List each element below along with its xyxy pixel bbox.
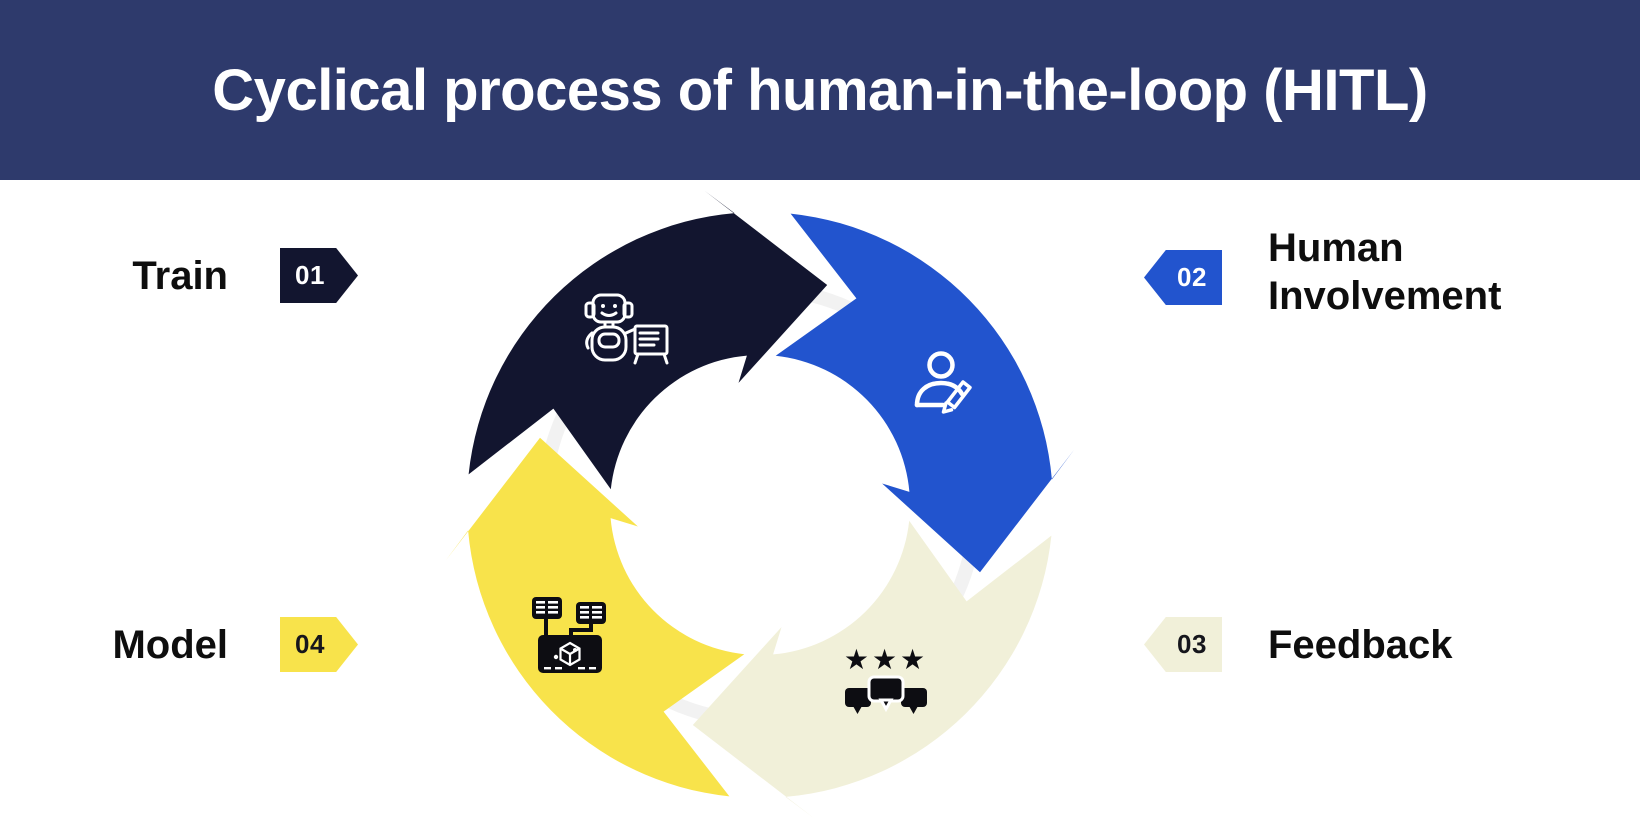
step-number: 03 [1177,629,1207,659]
step-label-feedback: Feedback [1268,623,1453,667]
step-badge-02: 02 [1144,250,1222,305]
step-number: 02 [1177,262,1207,292]
step-label-human-involvement: Human Involvement [1268,226,1502,318]
arc-human-involvement [775,213,1075,573]
arc-feedback [692,520,1052,820]
model-training-icon [532,597,606,673]
step-badge-04: 04 [280,617,358,672]
human-annotator-icon [914,351,972,414]
rating-comments-icon: ★★★ [844,643,928,714]
hitl-cycle-diagram: ★★★ [0,180,1640,840]
page-title: Cyclical process of human-in-the-loop (H… [212,57,1428,123]
step-badge-03: 03 [1144,617,1222,672]
step-badge-01: 01 [280,248,358,303]
step-number: 01 [295,260,325,290]
robot-presenting-icon [584,293,669,365]
stars-glyphs: ★★★ [844,643,928,676]
cycle-arrows-graphic: ★★★ [445,190,1075,820]
header-banner: Cyclical process of human-in-the-loop (H… [0,0,1640,180]
step-number: 04 [295,629,325,659]
step-label-train: Train [132,254,228,298]
step-label-model: Model [112,623,228,667]
